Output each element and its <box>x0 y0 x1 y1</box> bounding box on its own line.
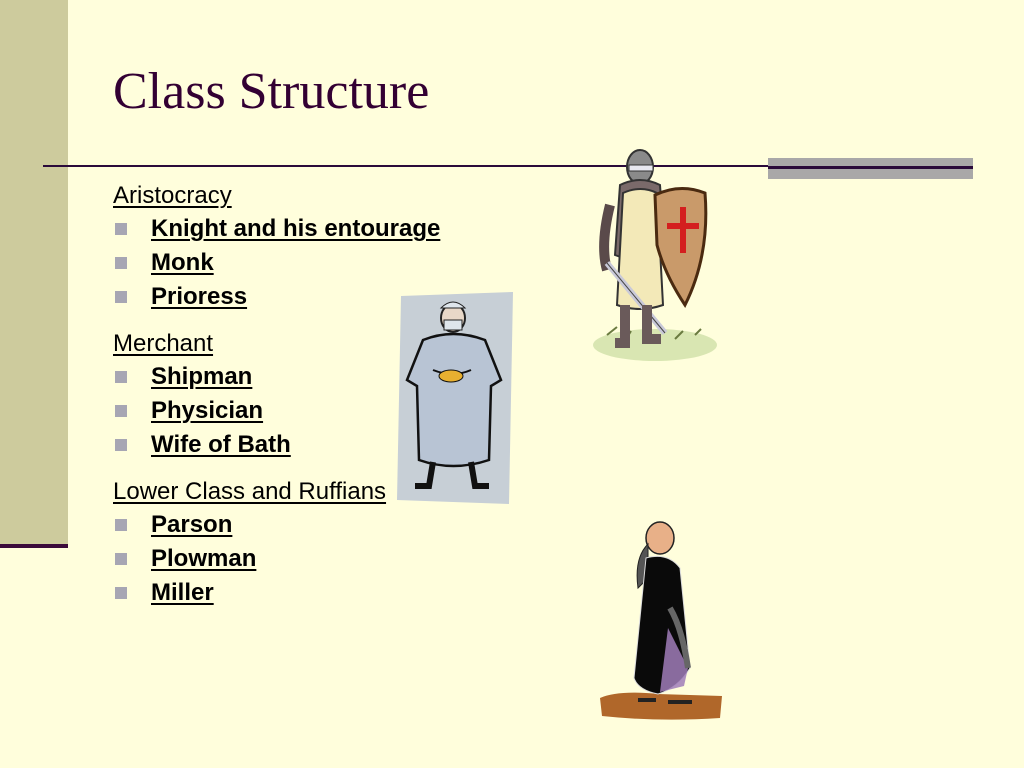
link-physician[interactable]: Physician <box>151 397 264 424</box>
list-item: Plowman <box>113 542 440 576</box>
link-parson[interactable]: Parson <box>151 511 233 538</box>
square-bullet-icon <box>115 291 127 303</box>
square-bullet-icon <box>115 519 127 531</box>
link-wife-of-bath[interactable]: Wife of Bath <box>151 431 291 458</box>
group-heading: Lower Class and Ruffians <box>113 478 387 505</box>
square-bullet-icon <box>115 371 127 383</box>
link-shipman[interactable]: Shipman <box>151 363 253 390</box>
square-bullet-icon <box>115 587 127 599</box>
accent-bar-line <box>768 166 973 169</box>
knight-clipart-icon <box>593 149 717 361</box>
link-prioress[interactable]: Prioress <box>151 283 248 310</box>
square-bullet-icon <box>115 223 127 235</box>
link-miller[interactable]: Miller <box>151 579 214 606</box>
group-aristocracy: Aristocracy Knight and his entourage Mon… <box>113 180 440 314</box>
group-lower-class: Lower Class and Ruffians Parson Plowman … <box>113 476 440 610</box>
list-item: Miller <box>113 576 440 610</box>
physician-clipart-icon <box>397 292 513 504</box>
left-bar-rule <box>0 544 68 548</box>
square-bullet-icon <box>115 405 127 417</box>
group-heading: Merchant <box>113 330 214 357</box>
square-bullet-icon <box>115 257 127 269</box>
list-item: Physician <box>113 394 440 428</box>
title-divider <box>43 165 973 167</box>
left-decorative-bar <box>0 0 68 545</box>
monk-clipart-icon <box>600 521 722 720</box>
list-item: Prioress <box>113 280 440 314</box>
group-heading: Aristocracy <box>113 182 232 209</box>
list-item: Wife of Bath <box>113 428 440 462</box>
group-merchant: Merchant Shipman Physician Wife of Bath <box>113 328 440 462</box>
list-item: Monk <box>113 246 440 280</box>
content-list: Aristocracy Knight and his entourage Mon… <box>113 180 440 624</box>
list-item: Shipman <box>113 360 440 394</box>
square-bullet-icon <box>115 553 127 565</box>
slide-title: Class Structure <box>113 63 430 120</box>
list-item: Knight and his entourage <box>113 212 440 246</box>
link-monk[interactable]: Monk <box>151 249 214 276</box>
square-bullet-icon <box>115 439 127 451</box>
list-item: Parson <box>113 508 440 542</box>
link-knight[interactable]: Knight and his entourage <box>151 215 441 242</box>
link-plowman[interactable]: Plowman <box>151 545 257 572</box>
